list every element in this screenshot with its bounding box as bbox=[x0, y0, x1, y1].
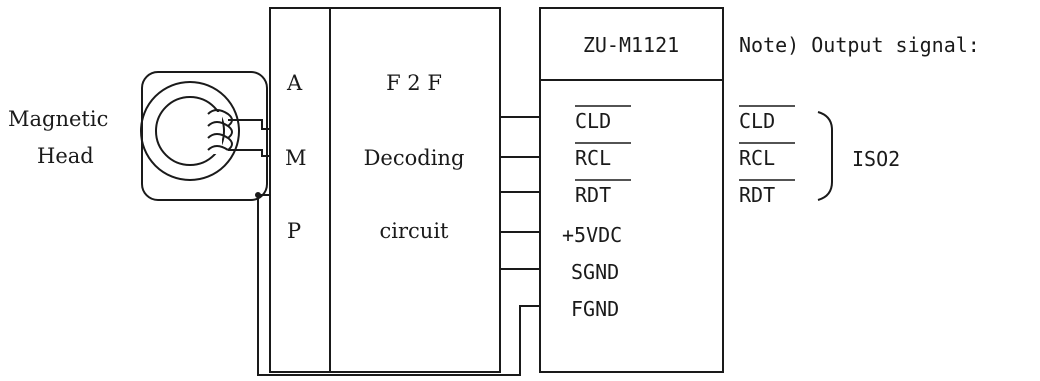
amp-label-a: A bbox=[286, 71, 303, 95]
amp-decoder-block bbox=[269, 7, 501, 373]
pin-rcl: RCL bbox=[575, 146, 611, 170]
note-title: Note) Output signal: bbox=[739, 33, 980, 57]
head-label-line1: Magnetic bbox=[8, 107, 108, 131]
pin-5vdc: +5VDC bbox=[562, 223, 622, 247]
head-coil bbox=[207, 109, 233, 151]
module-name: ZU-M1121 bbox=[583, 33, 679, 57]
ground-junction bbox=[255, 192, 261, 198]
pin-fgnd: FGND bbox=[571, 297, 619, 321]
decoder-label-2: Decoding bbox=[364, 146, 465, 170]
pin-cld: CLD bbox=[575, 109, 611, 133]
pin-sgnd: SGND bbox=[571, 260, 619, 284]
head-label-line2: Head bbox=[37, 144, 94, 168]
head-ring-inner bbox=[155, 96, 225, 166]
note-signal-rdt: RDT bbox=[739, 183, 775, 207]
decoder-label-3: circuit bbox=[380, 219, 450, 243]
note-signal-cld: CLD bbox=[739, 109, 775, 133]
magnetic-head bbox=[140, 71, 270, 201]
signal-wires bbox=[500, 116, 540, 270]
head-lead-a bbox=[228, 119, 270, 130]
note-signal-rcl: RCL bbox=[739, 146, 775, 170]
decoder-label-1: F 2 F bbox=[386, 71, 442, 95]
amp-label-m: M bbox=[285, 146, 307, 170]
fgnd-wire bbox=[257, 195, 540, 376]
head-lead-m bbox=[228, 149, 270, 157]
pin-rdt: RDT bbox=[575, 183, 611, 207]
head-ring-outer bbox=[140, 81, 240, 181]
note-brace bbox=[817, 111, 833, 201]
amp-label-p: P bbox=[287, 219, 301, 243]
module-block bbox=[539, 7, 724, 373]
note-standard: ISO2 bbox=[852, 147, 900, 171]
